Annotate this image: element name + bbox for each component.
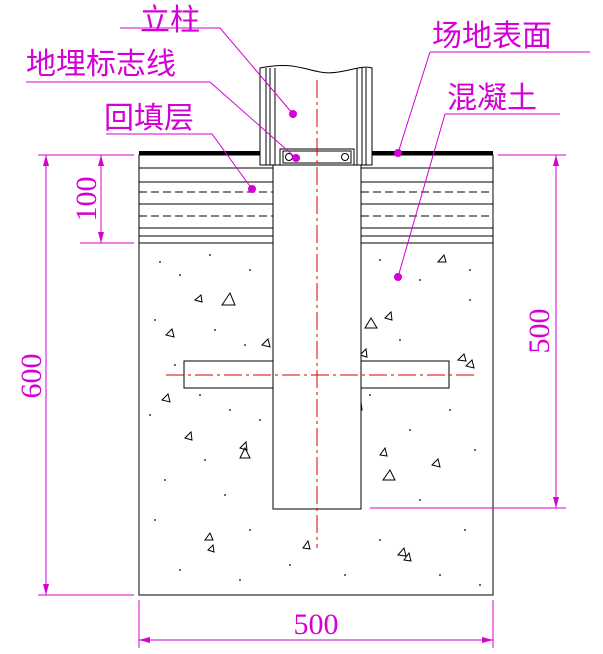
label-marker-line: 地埋标志线 [26,47,176,82]
label-post: 立柱 [140,3,200,38]
dim-width: 500 [294,608,339,641]
leader-dots [248,110,402,281]
dim-backfill-depth: 100 [70,177,103,222]
concrete-aggregate [161,253,475,562]
dim-embed-depth: 500 [523,309,556,354]
leader-lines [26,27,590,278]
label-ground-surface: 场地表面 [432,19,552,54]
centerlines [166,80,478,548]
dimension-lines [38,154,566,648]
label-concrete: 混凝土 [447,81,537,116]
dimension-arrows [43,155,559,643]
label-backfill-layer: 回填层 [104,101,194,136]
dim-total-depth: 600 [15,354,48,399]
post-above-ground [259,65,373,166]
backfill-layer-lines [139,167,493,244]
